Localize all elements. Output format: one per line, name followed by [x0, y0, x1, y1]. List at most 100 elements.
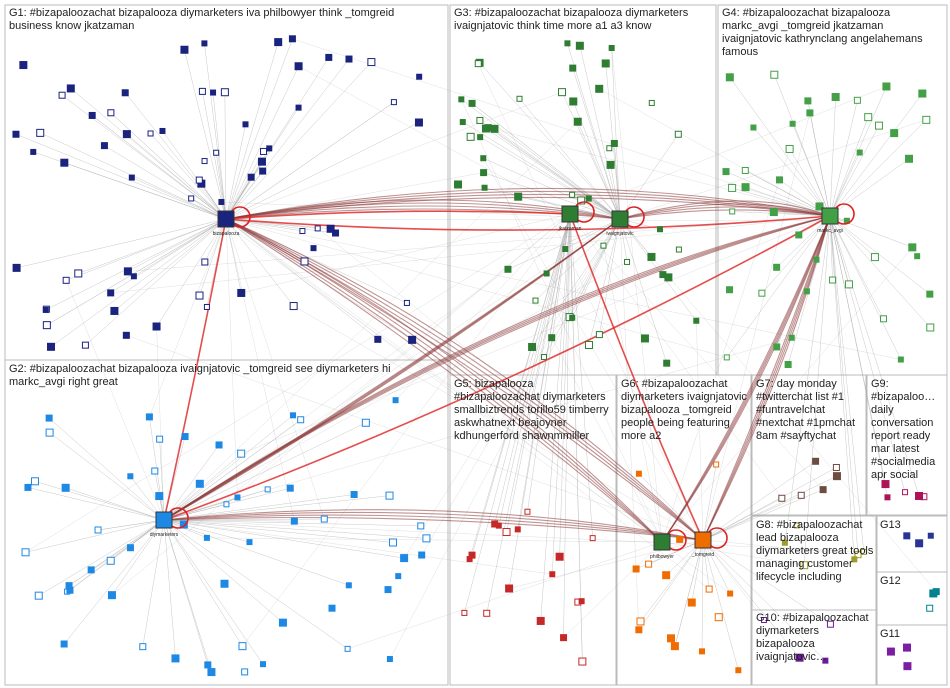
- node-g4[interactable]: [785, 144, 794, 153]
- node-g1[interactable]: [195, 291, 204, 300]
- node-g4[interactable]: [728, 183, 737, 192]
- node-g5[interactable]: [560, 634, 568, 642]
- node-g4[interactable]: [795, 231, 803, 239]
- node-g2[interactable]: [386, 656, 393, 663]
- node-g1[interactable]: [345, 55, 353, 63]
- node-g2[interactable]: [392, 397, 399, 404]
- hub-node-bizapalooza[interactable]: [217, 210, 235, 228]
- node-g3[interactable]: [569, 64, 577, 72]
- hub-node-philbowyer[interactable]: [653, 533, 671, 551]
- node-g10[interactable]: [795, 653, 804, 662]
- node-g1[interactable]: [198, 87, 206, 95]
- node-g4[interactable]: [775, 176, 783, 184]
- node-g3[interactable]: [516, 95, 523, 102]
- hub-node-ivaignjatovic[interactable]: [611, 210, 629, 228]
- node-g2[interactable]: [400, 554, 409, 563]
- node-g5[interactable]: [505, 584, 514, 593]
- node-g2[interactable]: [278, 618, 287, 627]
- node-g1[interactable]: [122, 331, 130, 339]
- node-g3[interactable]: [640, 334, 649, 343]
- node-g2[interactable]: [234, 494, 241, 501]
- node-g5[interactable]: [461, 609, 468, 616]
- node-g3[interactable]: [584, 340, 593, 349]
- node-g7[interactable]: [819, 486, 827, 494]
- node-g2[interactable]: [238, 642, 247, 651]
- node-g6[interactable]: [687, 598, 696, 607]
- node-g1[interactable]: [408, 335, 417, 344]
- node-g4[interactable]: [922, 115, 931, 124]
- node-g6[interactable]: [714, 613, 723, 622]
- node-g6[interactable]: [636, 617, 645, 626]
- node-g3[interactable]: [608, 45, 615, 52]
- node-g2[interactable]: [389, 538, 398, 547]
- node-g2[interactable]: [220, 579, 229, 588]
- node-g1[interactable]: [12, 130, 20, 138]
- node-g13[interactable]: [915, 539, 924, 548]
- node-g2[interactable]: [139, 643, 147, 651]
- node-g2[interactable]: [21, 548, 30, 557]
- node-g1[interactable]: [66, 84, 75, 93]
- node-g5[interactable]: [578, 598, 585, 605]
- node-g2[interactable]: [237, 449, 246, 458]
- node-g1[interactable]: [107, 109, 115, 117]
- node-g4[interactable]: [722, 168, 730, 176]
- node-g3[interactable]: [647, 252, 656, 261]
- node-g3[interactable]: [601, 59, 610, 68]
- node-g1[interactable]: [128, 174, 135, 181]
- node-g1[interactable]: [332, 229, 340, 237]
- node-g5[interactable]: [555, 552, 564, 561]
- node-g4[interactable]: [815, 202, 824, 211]
- node-g11[interactable]: [903, 643, 912, 652]
- node-g4[interactable]: [741, 183, 750, 192]
- node-g6[interactable]: [635, 626, 643, 634]
- node-g4[interactable]: [879, 315, 887, 323]
- node-g5[interactable]: [483, 609, 491, 617]
- node-g4[interactable]: [813, 256, 820, 263]
- node-g1[interactable]: [42, 321, 51, 330]
- node-g7[interactable]: [797, 491, 805, 499]
- node-g1[interactable]: [414, 118, 423, 127]
- node-g1[interactable]: [62, 276, 70, 284]
- node-g5[interactable]: [549, 571, 556, 578]
- node-g3[interactable]: [528, 343, 537, 352]
- node-g3[interactable]: [600, 242, 607, 249]
- node-g3[interactable]: [459, 119, 466, 126]
- node-g4[interactable]: [864, 113, 873, 122]
- node-g3[interactable]: [558, 88, 567, 97]
- node-g2[interactable]: [106, 556, 115, 565]
- node-g3[interactable]: [585, 195, 592, 202]
- node-g1[interactable]: [188, 195, 195, 202]
- node-g1[interactable]: [403, 299, 410, 306]
- node-g1[interactable]: [122, 130, 131, 139]
- node-g4[interactable]: [729, 208, 736, 215]
- node-g2[interactable]: [264, 486, 271, 493]
- node-g4[interactable]: [803, 288, 810, 295]
- node-g10[interactable]: [822, 657, 829, 664]
- node-g2[interactable]: [181, 433, 189, 441]
- node-g2[interactable]: [94, 526, 102, 534]
- node-g4[interactable]: [806, 109, 814, 117]
- node-g12[interactable]: [926, 604, 934, 612]
- node-g5[interactable]: [524, 508, 531, 515]
- node-g2[interactable]: [45, 428, 54, 437]
- node-g4[interactable]: [853, 96, 861, 104]
- node-g1[interactable]: [203, 303, 210, 310]
- node-g3[interactable]: [569, 191, 576, 198]
- node-g1[interactable]: [237, 288, 246, 297]
- node-g1[interactable]: [81, 341, 89, 349]
- node-g4[interactable]: [897, 356, 904, 363]
- node-g4[interactable]: [882, 82, 891, 91]
- node-g3[interactable]: [474, 60, 482, 68]
- node-g7[interactable]: [832, 463, 840, 471]
- node-g3[interactable]: [664, 273, 673, 282]
- node-g1[interactable]: [74, 269, 83, 278]
- node-g7[interactable]: [832, 472, 841, 481]
- node-g4[interactable]: [844, 280, 853, 289]
- node-g4[interactable]: [770, 70, 779, 79]
- node-g2[interactable]: [204, 661, 212, 669]
- node-g3[interactable]: [504, 265, 512, 273]
- node-g3[interactable]: [575, 41, 584, 50]
- node-g7[interactable]: [812, 457, 820, 465]
- node-g3[interactable]: [606, 160, 615, 169]
- node-g6[interactable]: [705, 585, 713, 593]
